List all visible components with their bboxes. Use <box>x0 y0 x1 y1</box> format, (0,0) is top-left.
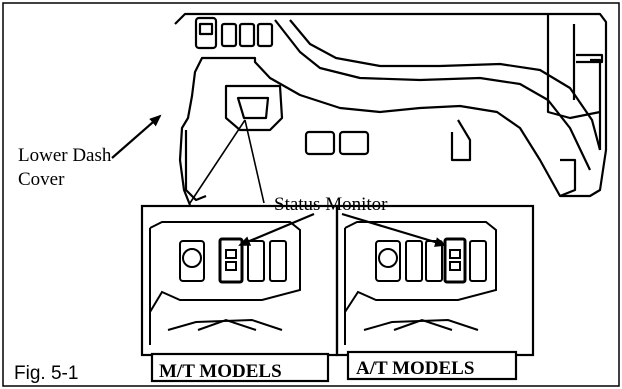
at-inset-drawing <box>344 221 497 345</box>
mt-inset-drawing <box>149 221 301 345</box>
mt-models-label: M/T MODELS <box>159 361 282 382</box>
lower-dash-arrow <box>111 114 162 159</box>
status-arrow-mt <box>238 212 315 247</box>
figure-caption: Fig. 5-1 <box>14 363 79 384</box>
inset-pointer-left <box>189 119 246 204</box>
inset-pointer-right <box>244 119 265 204</box>
mt-label-box <box>150 352 330 383</box>
status-arrow-at <box>341 212 447 247</box>
status-monitor-label: Status Monitor <box>274 194 388 215</box>
lower-dash-cover-label: Lower Dash Cover <box>18 145 112 190</box>
at-label-box <box>346 350 518 381</box>
lower-dash-cover-drawing <box>174 12 608 206</box>
at-models-label: A/T MODELS <box>356 358 475 379</box>
